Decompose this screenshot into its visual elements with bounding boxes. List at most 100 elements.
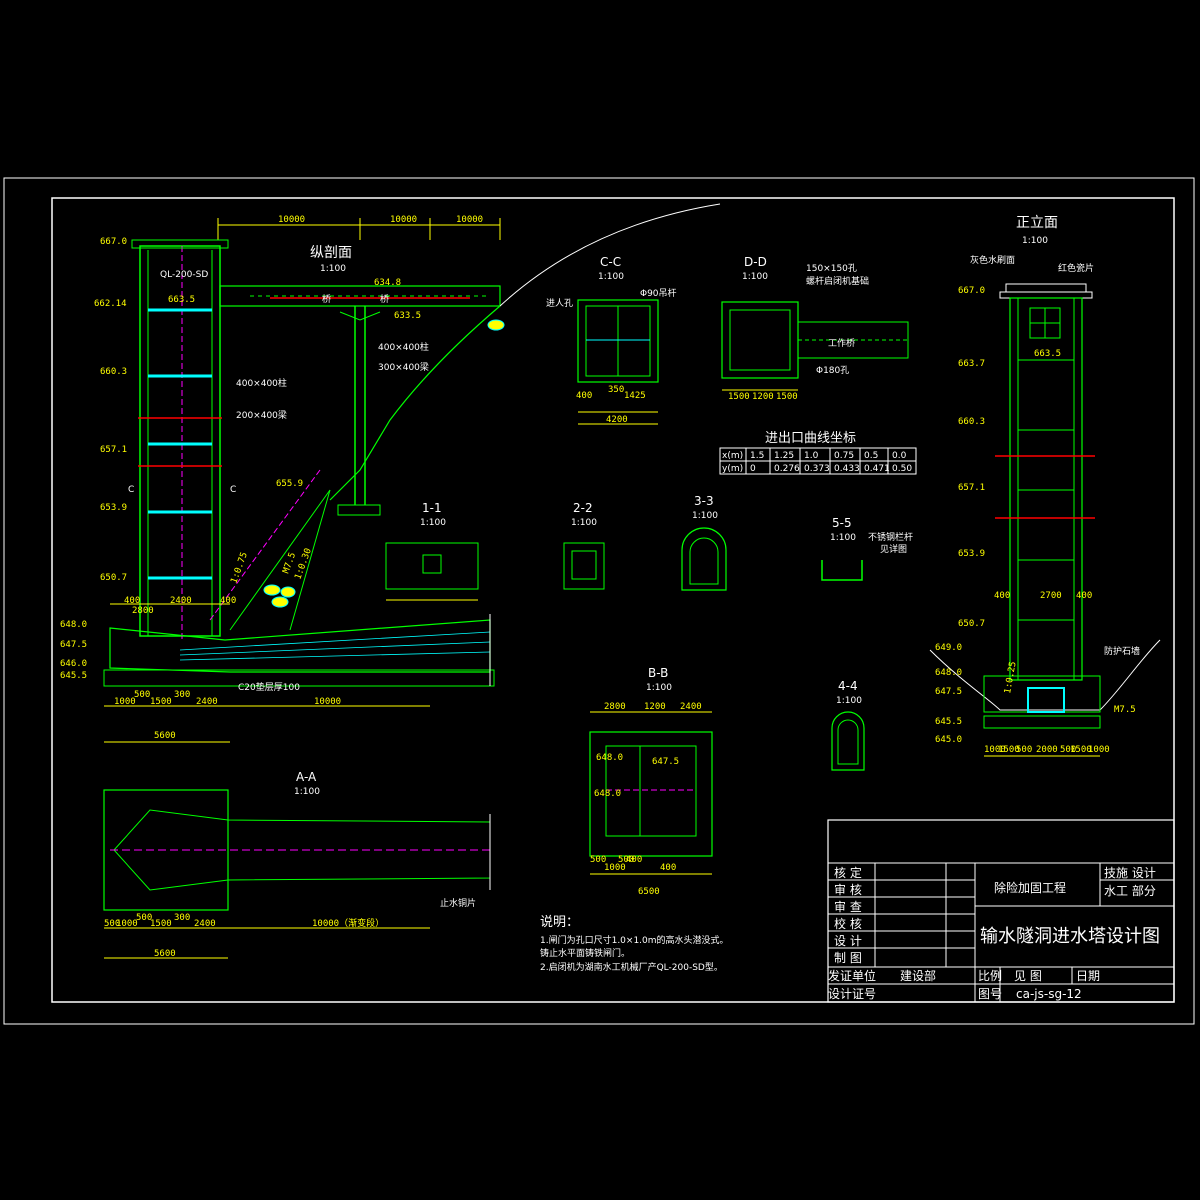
dd-dim-2: 1200 [752, 392, 774, 402]
front-bottom-dim: 1000 [984, 745, 1006, 755]
bb-dim-bot-3: 500 [618, 855, 634, 865]
tb-cert-unit-label: 发证单位 [828, 968, 876, 983]
elev-660-3: 660.3 [100, 367, 127, 377]
aa-stop: 止水铜片 [440, 897, 476, 909]
elev-657-1: 657.1 [100, 445, 127, 455]
front-bottom-dim: 500 [1060, 745, 1076, 755]
tb-row-label: 制 图 [834, 951, 862, 965]
front-scale: 1:100 [1022, 236, 1048, 246]
front-elevation: 正立面 1:100 灰色水刷面 红色瓷片 防护石墙 M7.5 1:0.25 40… [929, 215, 1161, 757]
front-dim-2: 2700 [1040, 591, 1062, 601]
front-bottom-dim: 1000 [1088, 745, 1110, 755]
front-wall: 灰色水刷面 [970, 254, 1015, 266]
aa-total: 5600 [154, 949, 176, 959]
front-dim-1: 400 [994, 591, 1010, 601]
elev-667: 667.0 [100, 237, 127, 247]
dd-note: 螺杆启闭机基础 [806, 275, 869, 287]
curve-cell: 1.0 [804, 451, 819, 461]
note-line-1: 1.闸门为孔口尺寸1.0×1.0m的高水头潜没式。 [540, 934, 729, 946]
beam-label-1: 300×400梁 [378, 361, 429, 373]
front-elev: 645.5 [935, 717, 962, 727]
elev-648: 648.0 [60, 620, 87, 630]
elev-633-5: 633.5 [394, 311, 421, 321]
slope-1: 1:0.75 [229, 551, 250, 585]
bb-elev-2: 647.5 [652, 757, 679, 767]
front-elev: 663.7 [958, 359, 985, 369]
longitudinal-section: 10000 10000 10000 纵剖面 1:100 [60, 203, 721, 743]
bottom-layer: C20垫层厚100 [238, 681, 300, 693]
front-elev: 667.0 [958, 286, 985, 296]
curve-cell: 0.5 [864, 451, 878, 461]
front-tile: 红色瓷片 [1058, 262, 1094, 274]
bottom-dim-5: 2400 [196, 697, 218, 707]
width-dim-4: 2800 [132, 606, 154, 616]
aa-dim-2: 1000 [116, 919, 138, 929]
tb-row-label: 审 核 [834, 882, 862, 897]
cc-dim-4: 4200 [606, 415, 628, 425]
aa-title: A-A [296, 770, 317, 784]
cc-title: C-C [600, 255, 621, 269]
tb-cert-no-label: 设计证号 [828, 987, 876, 1001]
tb-scale-label: 比例 [978, 969, 1002, 983]
s44-title: 4-4 [838, 679, 858, 693]
dd-scale: 1:100 [742, 272, 768, 282]
front-ratio: 1:0.25 [1003, 661, 1018, 695]
marker-c-left: C [128, 485, 134, 495]
tb-drawing-no: ca-js-sg-12 [1016, 987, 1082, 1001]
tb-row-label: 审 查 [834, 899, 862, 914]
front-elev: 657.1 [958, 483, 985, 493]
bridge-label-b: 桥 [380, 293, 389, 305]
tb-drawing-title: 输水隧洞进水塔设计图 [980, 926, 1160, 947]
s11-scale: 1:100 [420, 518, 446, 528]
curve-cell: 0.276 [774, 464, 800, 474]
notes: 说明： 1.闸门为孔口尺寸1.0×1.0m的高水头潜没式。 铸止水平面铸铁闸门。… [540, 915, 729, 973]
width-dim-3: 400 [220, 596, 236, 606]
cc-dim-2: 350 [608, 385, 624, 395]
dd-dim-3: 1500 [776, 392, 798, 402]
title-block: 核 定审 核审 查校 核设 计制 图 除险加固工程 技施 设计 水工 部分 输水… [827, 819, 1175, 1003]
curve-cell: 0.471 [864, 464, 890, 474]
s11-title: 1-1 [422, 501, 442, 515]
curve-cell: 0.50 [892, 464, 912, 474]
bb-dim-bot-5: 400 [660, 863, 676, 873]
bridge-label-a: 桥 [322, 293, 331, 305]
curve-cell: 1.25 [774, 451, 794, 461]
front-elev: 653.9 [958, 549, 985, 559]
tb-row-label: 核 定 [834, 865, 862, 880]
s55-rail: 不锈钢栏杆 [868, 531, 913, 543]
front-title: 正立面 [1016, 215, 1058, 231]
column-label-2: 400×400柱 [236, 377, 287, 389]
tb-project: 除险加固工程 [994, 880, 1066, 895]
gate-model: QL-200-SD [160, 270, 208, 280]
dd-title: D-D [744, 255, 767, 269]
width-dim-2: 2400 [170, 596, 192, 606]
curve-cell: 0 [750, 464, 756, 474]
marker-c-right: C [230, 485, 236, 495]
cc-manhole: 进人孔 [546, 298, 573, 309]
dd-dim-1: 1500 [728, 392, 750, 402]
front-elev: 649.0 [935, 643, 962, 653]
notes-title: 说明： [540, 915, 579, 930]
s44-scale: 1:100 [836, 696, 862, 706]
dd-hole: 150×150孔 [806, 263, 857, 274]
inner-frame [51, 197, 1175, 1003]
front-bottom-dim: 1500 [1070, 745, 1092, 755]
front-dim-3: 400 [1076, 591, 1092, 601]
slope-2: 1:0.30 [293, 547, 314, 581]
tb-dept2: 水工 部分 [1104, 883, 1156, 898]
section-1-1: 1-1 1:100 [385, 501, 479, 601]
s22-scale: 1:100 [571, 518, 597, 528]
elev-647-5: 647.5 [60, 640, 87, 650]
dd-bridge: 工作桥 [828, 337, 855, 349]
section-3-3: 3-3 1:100 [681, 494, 727, 591]
bottom-dim-1: 1000 [114, 697, 136, 707]
longitudinal-scale: 1:100 [320, 264, 346, 274]
s55-title: 5-5 [832, 516, 852, 530]
tb-cert-unit: 建设部 [900, 968, 936, 983]
s33-title: 3-3 [694, 494, 714, 508]
aa-dim-1: 500 [104, 919, 120, 929]
tb-row-label: 设 计 [834, 934, 862, 948]
elev-662-14: 662.14 [94, 299, 127, 309]
s55-detail: 见详图 [880, 543, 907, 555]
front-bottom-dim: 500 [1016, 745, 1032, 755]
